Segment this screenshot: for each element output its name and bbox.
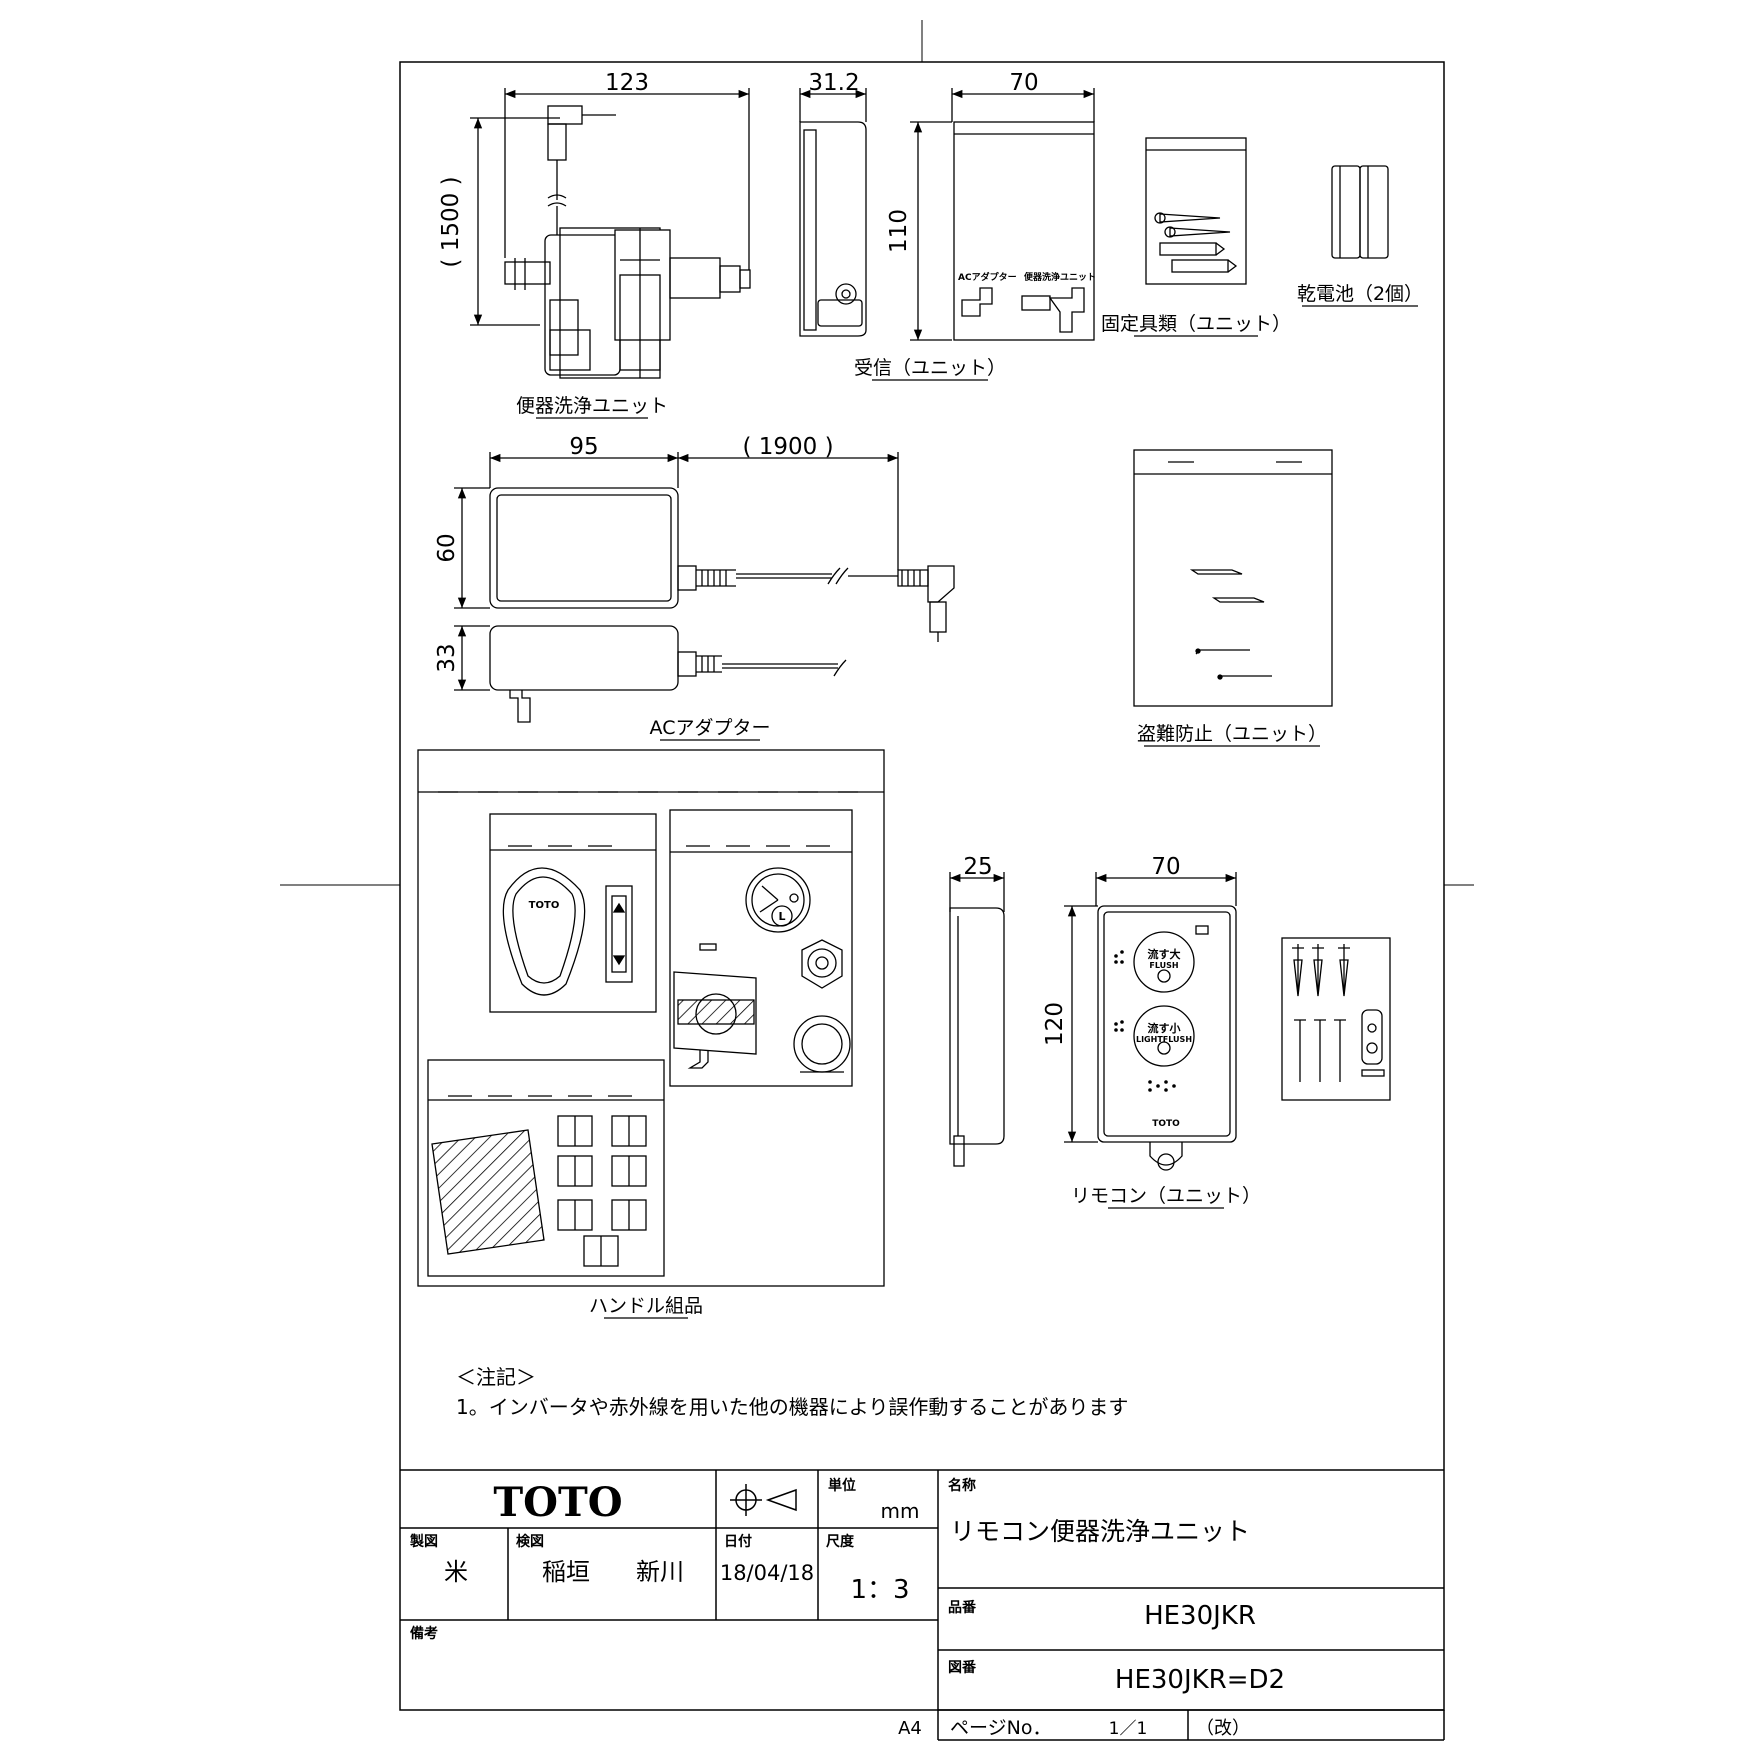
receiver-drawing <box>799 88 1095 341</box>
dim-unit-cable: ( 1500 ) <box>438 176 464 267</box>
name-value: リモコン便器洗浄ユニット <box>950 1517 1250 1546</box>
dim-adapter-width: 95 <box>569 434 598 460</box>
dim-remote-height: 120 <box>1042 1002 1068 1046</box>
date-label: 日付 <box>724 1533 752 1550</box>
drawing-frame <box>280 20 1474 1711</box>
page-value: 1／1 <box>1109 1719 1148 1739</box>
paper-size: A4 <box>898 1718 922 1739</box>
dim-remote-depth: 25 <box>963 854 992 880</box>
flush-unit-drawing <box>470 88 751 379</box>
title-logo: TOTO <box>493 1479 622 1526</box>
button-small-en: LIGHTFLUSH <box>1136 1035 1192 1044</box>
bag-label-ac: ACアダプター <box>958 271 1017 283</box>
unit-value: mm <box>881 1499 920 1523</box>
bag-label-unit: 便器洗浄ユニット <box>1024 271 1096 283</box>
dim-receiver-height: 110 <box>886 209 912 253</box>
drawing-no-label: 図番 <box>948 1659 977 1676</box>
dim-receiver-depth: 31.2 <box>808 70 859 96</box>
checked-label: 検図 <box>516 1533 544 1550</box>
dim-adapter-height: 60 <box>434 533 460 562</box>
dim-remote-width: 70 <box>1151 854 1180 880</box>
fixings-drawing <box>1145 137 1247 285</box>
notes-line-1: 1。インバータや赤外線を用いた他の機器により誤作動することがあります <box>456 1395 1128 1419</box>
ac-adapter-drawing <box>454 452 955 723</box>
checked-value-1: 稲垣 <box>542 1558 590 1586</box>
name-label: 名称 <box>948 1477 976 1494</box>
revision-label: （改） <box>1196 1718 1250 1739</box>
anti-theft-drawing <box>1133 449 1333 707</box>
dim-adapter-cable: ( 1900 ) <box>742 434 833 460</box>
drawn-label: 製図 <box>409 1533 438 1550</box>
part-no-value: HE30JKR <box>1144 1601 1256 1631</box>
knob-letter: L <box>778 910 785 923</box>
handle-logo: TOTO <box>529 900 560 911</box>
braille-dots <box>1114 950 1176 1092</box>
button-small-jp: 流す小 <box>1148 1021 1181 1035</box>
label-receiver: 受信（ユニット） <box>854 357 1006 379</box>
label-batteries: 乾電池（2個） <box>1297 283 1423 305</box>
drawn-value: 米 <box>444 1558 468 1586</box>
dim-unit-width: 123 <box>605 70 649 96</box>
remote-logo: TOTO <box>1152 1119 1180 1129</box>
scale-label: 尺度 <box>826 1533 855 1550</box>
dim-adapter-depth: 33 <box>434 643 460 672</box>
page-label: ページNo． <box>950 1717 1051 1739</box>
checked-value-2: 新川 <box>636 1558 684 1586</box>
batteries-drawing <box>1331 165 1389 259</box>
notes-heading: ＜注記＞ <box>456 1365 536 1389</box>
handle-set-drawing <box>417 749 885 1287</box>
clip-set <box>557 1115 647 1267</box>
scale-value: 1：3 <box>850 1575 909 1605</box>
remote-drawing <box>949 872 1391 1171</box>
button-big-en: FLUSH <box>1149 961 1178 970</box>
part-no-label: 品番 <box>948 1599 977 1616</box>
button-big-jp: 流す大 <box>1148 947 1181 961</box>
label-flush-unit: 便器洗浄ユニット <box>516 395 668 417</box>
dim-receiver-width: 70 <box>1009 70 1038 96</box>
unit-label: 単位 <box>828 1477 856 1494</box>
title-block <box>400 1469 1445 1741</box>
remarks-label: 備考 <box>410 1625 438 1642</box>
label-anti-theft: 盗難防止（ユニット） <box>1137 723 1327 745</box>
drawing-no-value: HE30JKR=D2 <box>1115 1665 1285 1695</box>
label-fixings: 固定具類（ユニット） <box>1101 313 1291 335</box>
label-ac-adapter: ACアダプター <box>650 717 771 739</box>
label-handle-set: ハンドル組品 <box>589 1295 703 1317</box>
label-remote: リモコン（ユニット） <box>1071 1185 1261 1207</box>
date-value: 18/04/18 <box>720 1561 814 1585</box>
